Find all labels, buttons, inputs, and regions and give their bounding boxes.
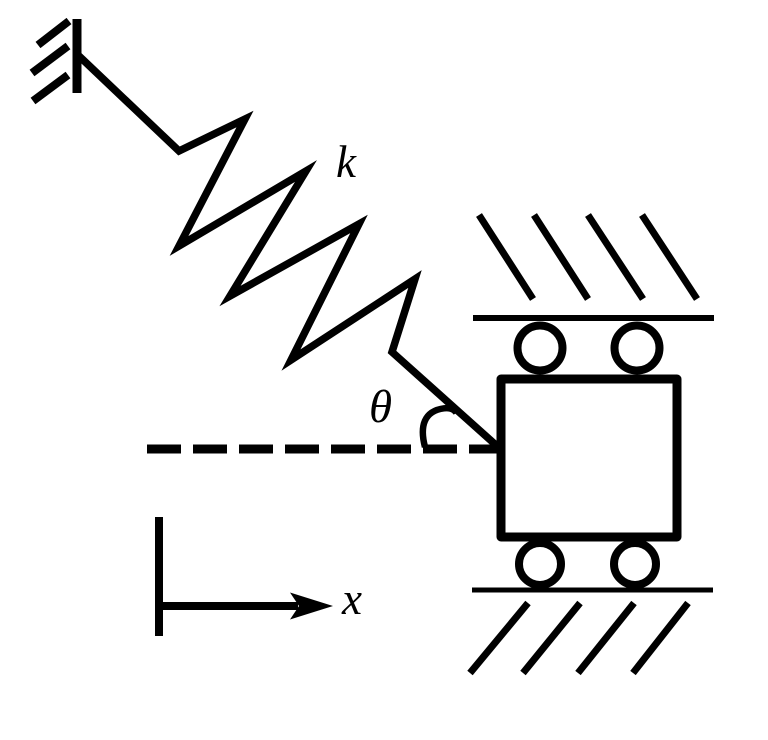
spring bbox=[76, 53, 500, 449]
lower-hatch-line bbox=[520, 600, 583, 676]
upper-hatch-line bbox=[639, 213, 700, 301]
roller-top-left bbox=[513, 321, 567, 375]
upper-hatch-line bbox=[585, 213, 646, 301]
lower-guide bbox=[467, 587, 713, 676]
x-axis: x bbox=[155, 517, 362, 636]
upper-hatch-line bbox=[476, 213, 536, 301]
roller-bottom-right bbox=[610, 539, 660, 589]
x-axis-arrowhead-icon bbox=[290, 592, 333, 620]
fixed-support bbox=[29, 17, 82, 105]
wall-hatch-line bbox=[29, 42, 71, 77]
roller-bottom-left bbox=[515, 539, 565, 589]
wall-hatch-line bbox=[35, 17, 72, 49]
cart bbox=[496, 321, 682, 589]
spring-constant-label: k bbox=[336, 137, 357, 187]
lower-hatch-line bbox=[575, 600, 637, 676]
roller-top-right bbox=[610, 321, 664, 375]
x-axis-label: x bbox=[341, 574, 362, 624]
angle-arc bbox=[419, 404, 460, 448]
lower-hatch-line bbox=[467, 600, 531, 676]
lower-hatch-line bbox=[630, 600, 691, 676]
cart-body bbox=[496, 374, 682, 542]
upper-guide bbox=[473, 213, 714, 321]
wall-hatch-line bbox=[30, 71, 71, 105]
upper-hatch-line bbox=[531, 213, 591, 301]
angle-label: θ bbox=[369, 381, 392, 433]
